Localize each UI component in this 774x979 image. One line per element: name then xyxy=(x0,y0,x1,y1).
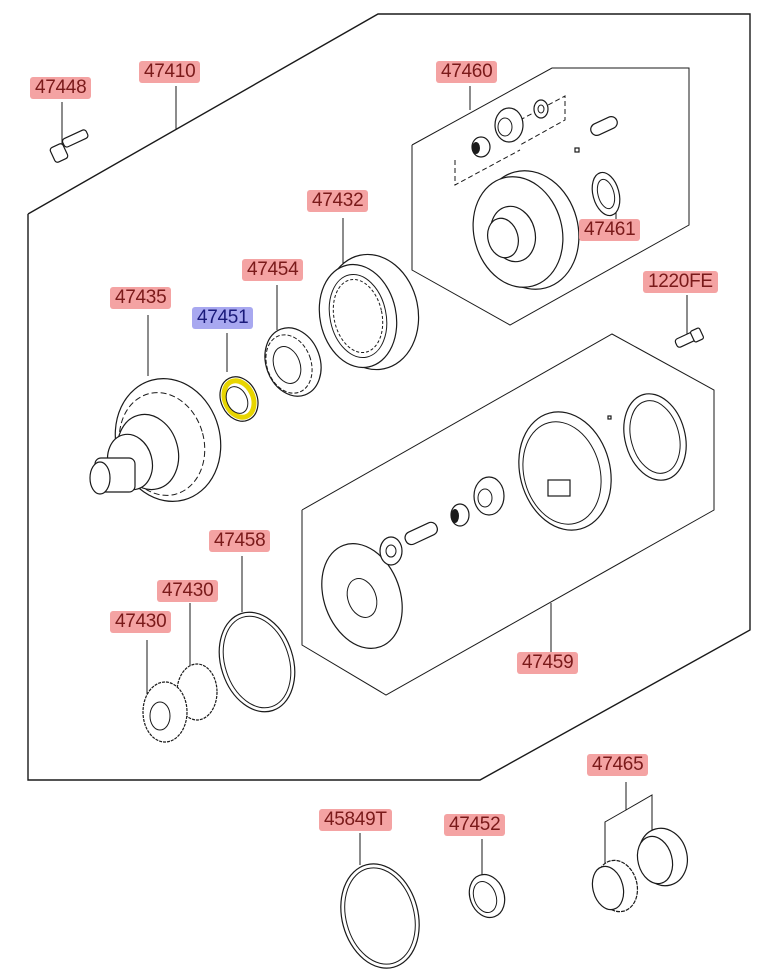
bearing-47454-drawing xyxy=(264,327,322,397)
o-ring-45849t-drawing xyxy=(340,863,420,969)
callout-47432[interactable]: 47432 xyxy=(307,190,369,212)
bearing-set-47465-drawing xyxy=(591,827,688,913)
callout-47465[interactable]: 47465 xyxy=(587,754,649,776)
assembly-outline-47410 xyxy=(27,13,751,781)
bolt-1220fe-drawing xyxy=(674,327,705,348)
callout-47459[interactable]: 47459 xyxy=(517,652,579,674)
callout-47461[interactable]: 47461 xyxy=(579,219,641,241)
seal-47452-drawing xyxy=(468,873,506,919)
callout-47452[interactable]: 47452 xyxy=(444,814,506,836)
planetary-47459-drawing xyxy=(321,393,687,649)
callout-47451[interactable]: 47451 xyxy=(192,307,254,329)
subassembly-outline-47459 xyxy=(301,333,715,696)
leader-lines xyxy=(61,86,688,878)
callout-47454[interactable]: 47454 xyxy=(242,259,304,281)
callout-47410[interactable]: 47410 xyxy=(139,61,201,83)
snap-ring-47458-drawing xyxy=(218,611,296,713)
callout-47430-upper[interactable]: 47430 xyxy=(157,580,219,602)
subassembly-outline-47460 xyxy=(411,67,690,326)
hub-47435-drawing xyxy=(89,378,222,502)
callout-47430-lower[interactable]: 47430 xyxy=(110,611,172,633)
carrier-47460-drawing xyxy=(454,95,621,290)
callout-1220fe[interactable]: 1220FE xyxy=(643,271,718,293)
callout-47435[interactable]: 47435 xyxy=(110,287,172,309)
gears-47430-drawing xyxy=(142,663,218,743)
sleeve-47432-drawing xyxy=(318,253,420,371)
callout-47458[interactable]: 47458 xyxy=(209,530,271,552)
callout-47460[interactable]: 47460 xyxy=(436,61,498,83)
callout-45849t[interactable]: 45849T xyxy=(319,809,392,831)
callout-47448[interactable]: 47448 xyxy=(30,77,92,99)
bolt-47448-drawing xyxy=(49,129,89,163)
seal-47451-drawing xyxy=(219,376,259,422)
